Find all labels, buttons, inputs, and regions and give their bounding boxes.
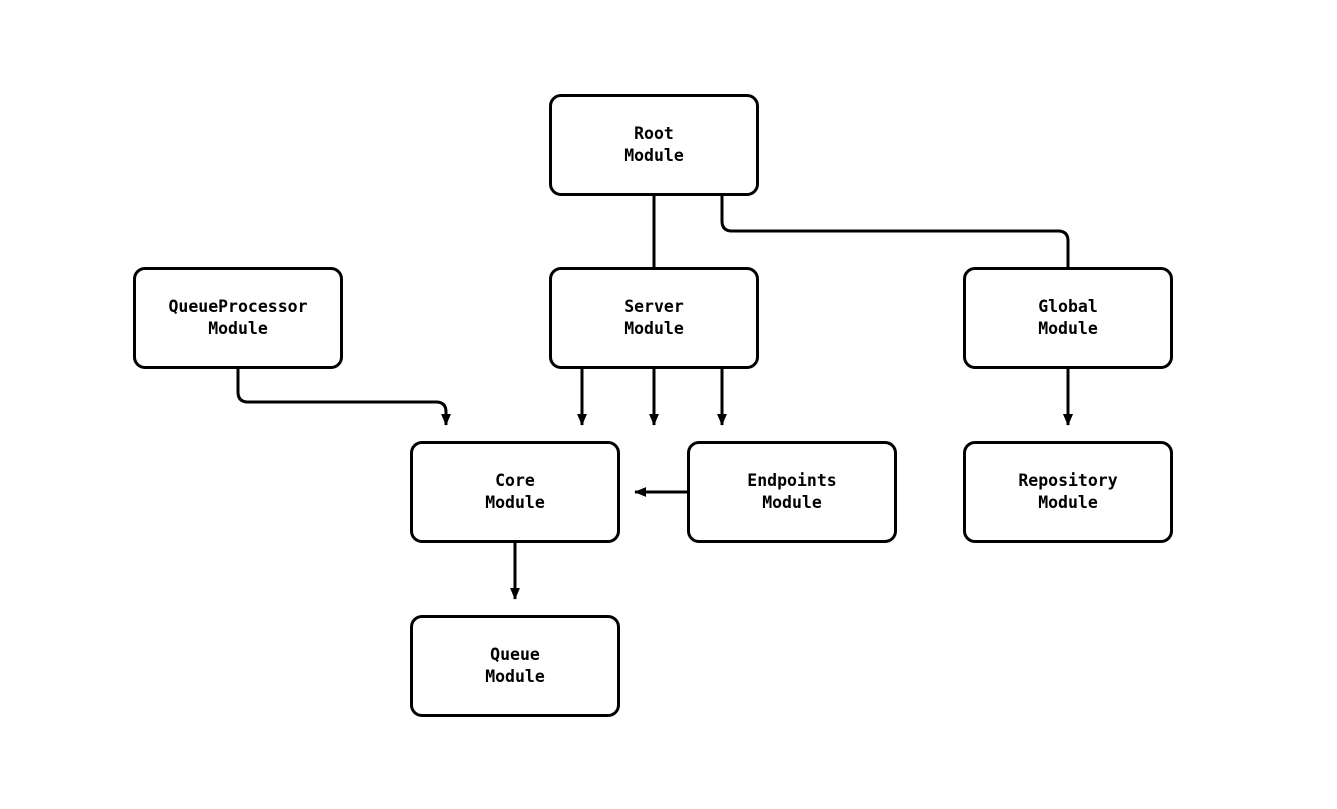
node-endpoints-module-label: Endpoints Module (747, 471, 837, 512)
node-repository-module[interactable]: Repository Module (963, 441, 1173, 543)
node-endpoints-module[interactable]: Endpoints Module (687, 441, 897, 543)
node-global-module-label: Global Module (1038, 297, 1098, 338)
node-global-module[interactable]: Global Module (963, 267, 1173, 369)
node-core-module-label: Core Module (485, 471, 545, 512)
edge-queueprocessor-to-core (236, 369, 451, 426)
node-queueprocessor-module[interactable]: QueueProcessor Module (133, 267, 343, 369)
node-queue-module-label: Queue Module (485, 645, 545, 686)
node-core-module[interactable]: Core Module (410, 441, 620, 543)
node-server-module[interactable]: Server Module (549, 267, 759, 369)
node-queue-module[interactable]: Queue Module (410, 615, 620, 717)
node-server-module-label: Server Module (624, 297, 684, 338)
node-queueprocessor-module-label: QueueProcessor Module (168, 297, 308, 338)
node-root-module[interactable]: Root Module (549, 94, 759, 196)
node-repository-module-label: Repository Module (1018, 471, 1118, 512)
node-root-module-label: Root Module (624, 124, 684, 165)
